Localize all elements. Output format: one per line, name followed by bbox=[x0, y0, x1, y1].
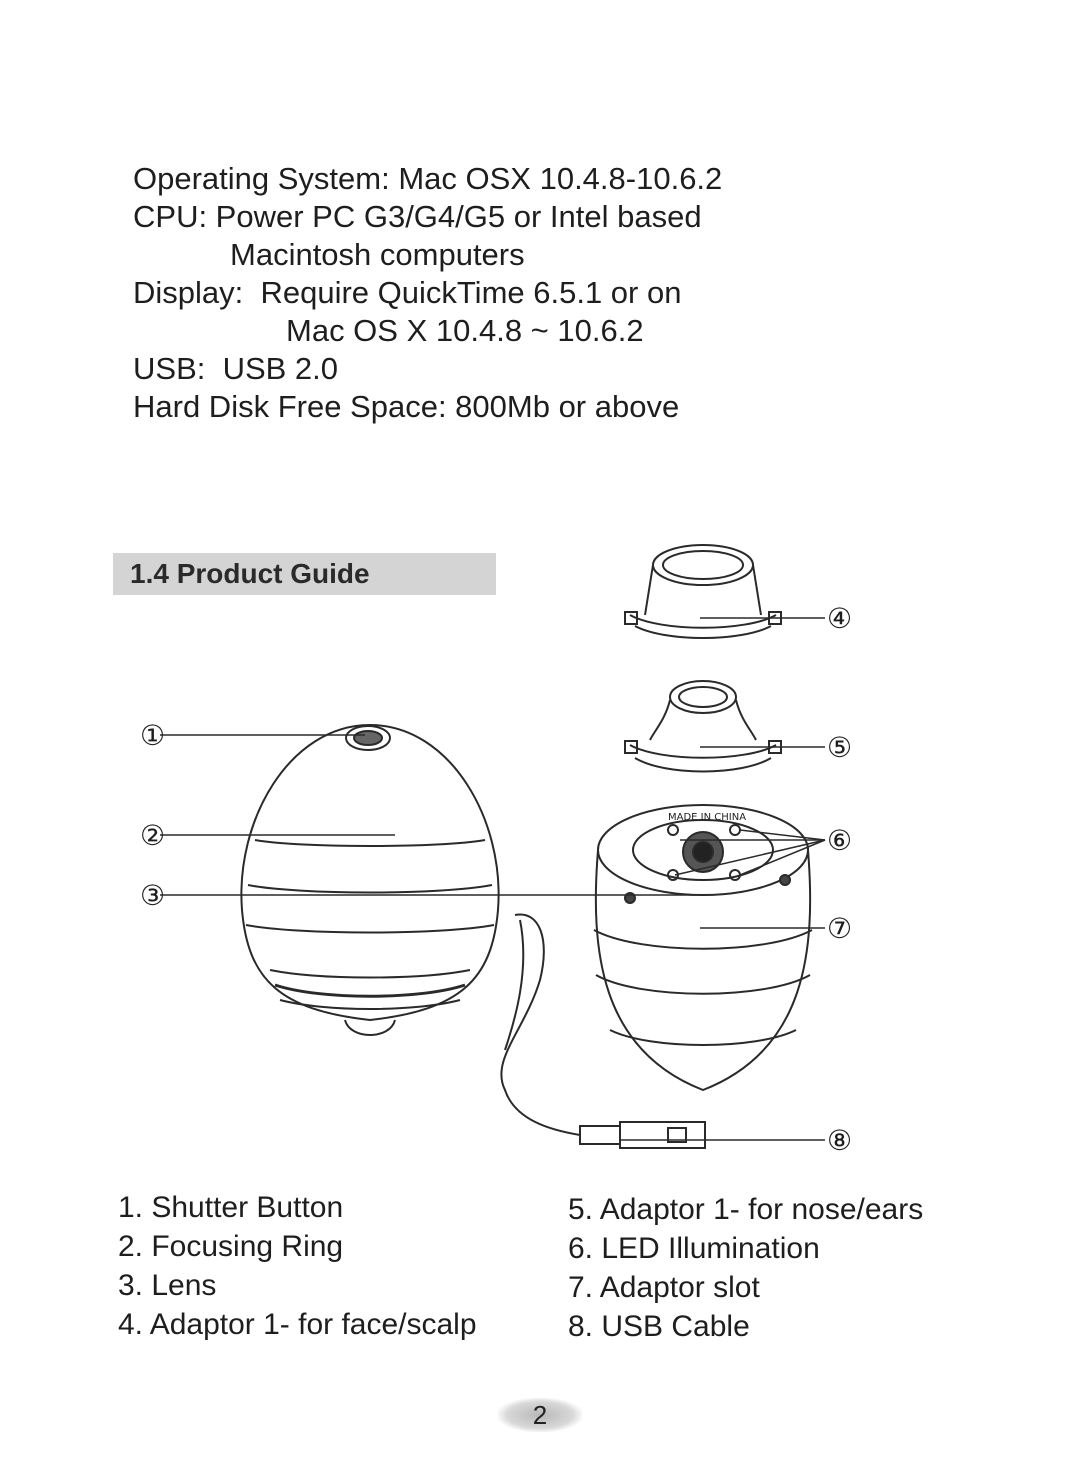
adaptor-face-scalp bbox=[624, 544, 782, 639]
req-os: Operating System: Mac OSX 10.4.8-10.6.2 bbox=[133, 161, 723, 196]
req-cpu-cont: Macintosh computers bbox=[230, 237, 525, 272]
req-display-cont: Mac OS X 10.4.8 ~ 10.6.2 bbox=[286, 313, 644, 348]
made-in-china-marking: MADE IN CHINA bbox=[668, 812, 746, 823]
microscope-body bbox=[240, 723, 500, 1036]
system-requirements: Operating System: Mac OSX 10.4.8-10.6.2 … bbox=[133, 160, 722, 426]
callout-4: ④ bbox=[827, 602, 852, 635]
list-item: 7. Adaptor slot bbox=[568, 1271, 760, 1304]
microscope-base-view: MADE IN CHINA bbox=[593, 804, 813, 1092]
parts-list-left: 1. Shutter Button 2. Focusing Ring 3. Le… bbox=[118, 1188, 477, 1344]
callout-7: ⑦ bbox=[827, 912, 852, 945]
req-cpu: CPU: Power PC G3/G4/G5 or Intel based bbox=[133, 199, 702, 234]
req-display: Display: Require QuickTime 6.5.1 or on bbox=[133, 275, 682, 310]
callout-lines bbox=[160, 617, 826, 1141]
parts-list-right: 5. Adaptor 1- for nose/ears 6. LED Illum… bbox=[568, 1190, 923, 1346]
callout-5: ⑤ bbox=[827, 731, 852, 764]
callout-3: ③ bbox=[140, 879, 165, 912]
list-item: 4. Adaptor 1- for face/scalp bbox=[118, 1308, 477, 1341]
callout-8: ⑧ bbox=[827, 1124, 852, 1157]
page-number: 2 bbox=[532, 1400, 548, 1430]
req-usb: USB: USB 2.0 bbox=[133, 351, 339, 386]
list-item: 8. USB Cable bbox=[568, 1310, 750, 1343]
callout-labels: ① ② ③ ④ ⑤ ⑥ ⑦ ⑧ bbox=[140, 602, 852, 1157]
section-header: 1.4 Product Guide bbox=[113, 553, 496, 595]
list-item: 1. Shutter Button bbox=[118, 1191, 344, 1224]
usb-cable bbox=[500, 913, 706, 1149]
list-item: 5. Adaptor 1- for nose/ears bbox=[568, 1193, 924, 1226]
list-item: 3. Lens bbox=[118, 1269, 217, 1302]
product-diagram: MADE IN CHINA ① ② ③ ④ ⑤ ⑥ ⑦ ⑧ bbox=[140, 544, 852, 1157]
callout-1: ① bbox=[140, 719, 165, 752]
shutter-button-shape bbox=[345, 725, 391, 751]
list-item: 2. Focusing Ring bbox=[118, 1230, 344, 1263]
section-title: 1.4 Product Guide bbox=[130, 558, 370, 589]
callout-6: ⑥ bbox=[827, 824, 852, 857]
callout-2: ② bbox=[140, 819, 165, 852]
adaptor-nose-ears bbox=[624, 680, 782, 773]
page-number-badge: 2 bbox=[498, 1398, 582, 1432]
req-disk: Hard Disk Free Space: 800Mb or above bbox=[133, 389, 680, 424]
list-item: 6. LED Illumination bbox=[568, 1232, 820, 1265]
